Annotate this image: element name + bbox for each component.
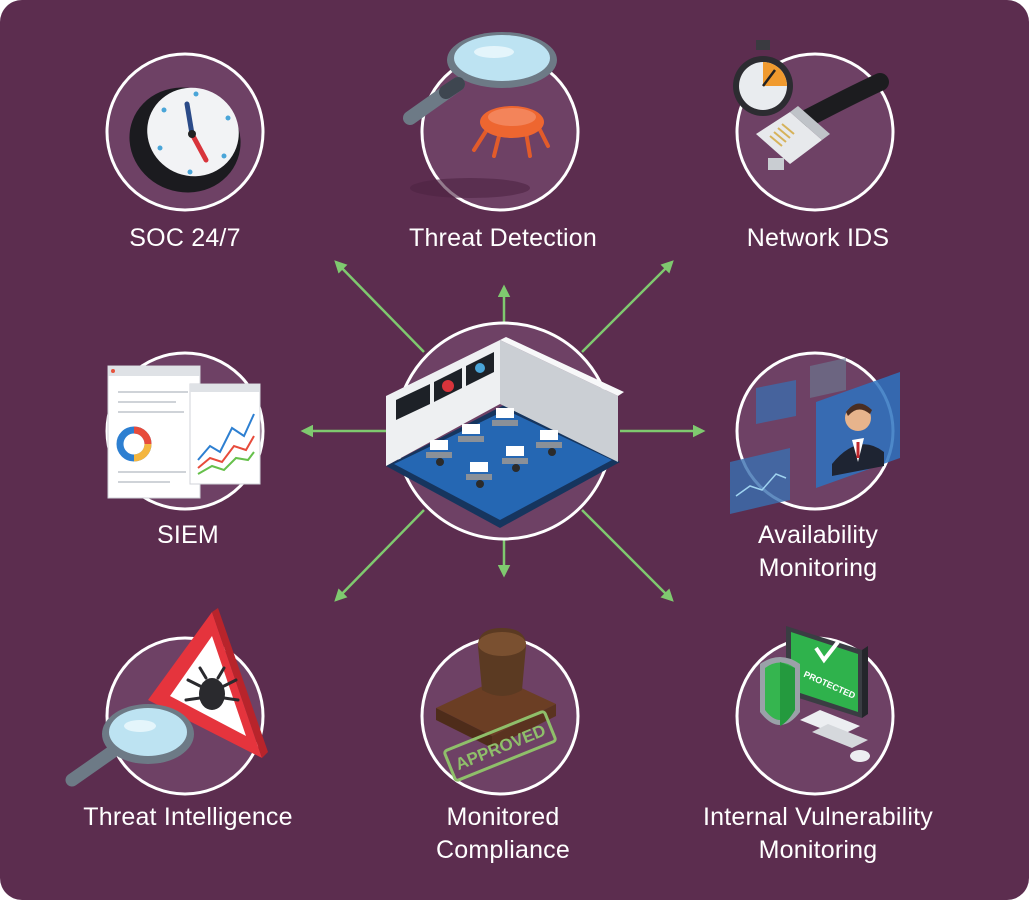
dashboard-screens-icon: [730, 358, 900, 514]
siem-label-text: SIEM: [157, 521, 219, 549]
availability-monitoring-label: Availability Monitoring: [700, 519, 936, 585]
arrow-to-threat-intelligence: [334, 509, 425, 602]
availability-label-line1: Availability: [757, 521, 879, 549]
vulnerability-label-line2: Monitoring: [758, 836, 878, 864]
availability-label-line2: Monitoring: [758, 554, 878, 582]
compliance-label-line1: Monitored: [446, 803, 560, 831]
vulnerability-label-line1: Internal Vulnerability: [703, 803, 933, 831]
security-operations-center-room-icon: [386, 337, 624, 528]
internal-vulnerability-monitoring-label: Internal Vulnerability Monitoring: [668, 801, 968, 867]
network-ids-label: Network IDS: [718, 222, 918, 255]
compliance-label-line2: Compliance: [435, 836, 570, 864]
wall-clock-icon: [129, 87, 241, 193]
threat-intelligence-label: Threat Intelligence: [48, 801, 328, 834]
siem-label: SIEM: [88, 519, 288, 552]
monitored-compliance-label: Monitored Compliance: [393, 801, 613, 867]
soc-label: SOC 24/7: [85, 222, 285, 255]
arrow-to-vulnerability: [581, 509, 674, 602]
arrow-to-soc: [334, 260, 425, 353]
threat-detection-label: Threat Detection: [383, 222, 623, 255]
arrow-to-network-ids: [581, 260, 674, 353]
soc-label-text: SOC 24/7: [129, 224, 241, 252]
threat-intelligence-label-text: Threat Intelligence: [83, 803, 293, 831]
network-ids-label-text: Network IDS: [746, 224, 890, 252]
stopwatch-ethernet-icon: [733, 40, 889, 170]
connector-arrows: [300, 260, 706, 602]
warning-bug-magnifier-icon: [65, 608, 268, 787]
threat-detection-label-text: Threat Detection: [408, 224, 597, 252]
shield-protected-computer-icon: PROTECTED: [760, 626, 870, 762]
analytics-reports-icon: [107, 365, 261, 499]
magnifier-bug-icon: [403, 32, 557, 198]
